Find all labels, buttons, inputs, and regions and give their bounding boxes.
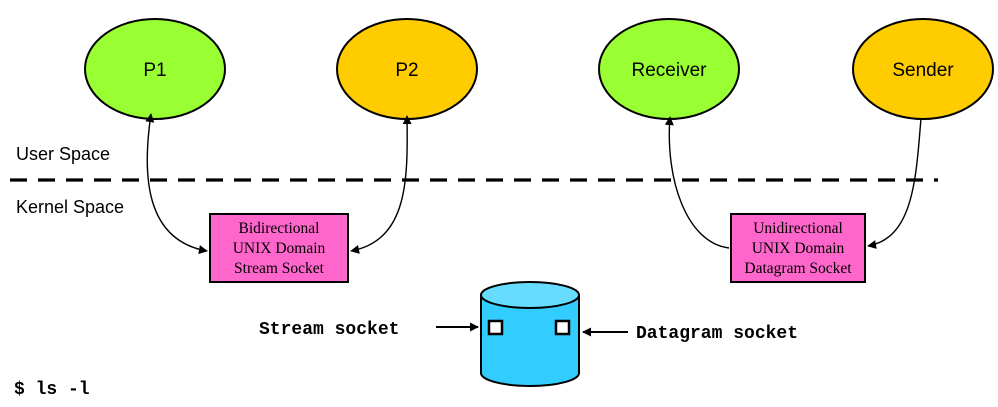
datagram-socket-file-label: Datagram socket	[636, 324, 798, 344]
datagram-socket-rect	[730, 213, 866, 283]
cylinder-top	[480, 281, 580, 309]
process-sender-label: Sender	[892, 60, 954, 81]
process-p2: P2	[336, 18, 478, 120]
stream-socket-file-icon	[487, 319, 504, 336]
datagram-receiver-connector	[664, 116, 730, 249]
datagram-socket-file-icon	[554, 319, 571, 336]
process-p1: P1	[84, 18, 226, 120]
p2-stream-connector	[350, 115, 412, 254]
process-p2-label: P2	[395, 60, 418, 81]
stream-socket-file-label: Stream socket	[259, 320, 399, 340]
datagram-socket-line1: Unidirectional	[753, 220, 843, 237]
process-sender-shape	[852, 18, 994, 120]
user-space-label: User Space	[16, 144, 110, 164]
stream-socket-line2: UNIX Domain	[233, 240, 326, 257]
datagram-socket-box: Unidirectional UNIX Domain Datagram Sock…	[730, 213, 866, 283]
stream-socket-line3: Stream Socket	[234, 260, 325, 277]
process-sender: Sender	[852, 18, 994, 120]
sender-datagram-connector	[867, 117, 922, 250]
stream-socket-rect	[209, 213, 349, 283]
filesystem-cylinder	[480, 281, 580, 387]
process-receiver-label: Receiver	[632, 60, 708, 81]
datagram-socket-line3: Datagram Socket	[744, 260, 852, 277]
stream-socket-box: Bidirectional UNIX Domain Stream Socket	[209, 213, 349, 283]
stream-socket-line1: Bidirectional	[239, 220, 320, 237]
p1-stream-connector	[145, 113, 208, 255]
datagram-socket-line2: UNIX Domain	[752, 240, 845, 257]
process-receiver: Receiver	[598, 18, 740, 120]
process-p1-label: P1	[143, 60, 166, 81]
kernel-space-label: Kernel Space	[16, 197, 124, 217]
shell-command: $ ls -l	[14, 380, 90, 400]
cylinder-body	[480, 294, 580, 387]
